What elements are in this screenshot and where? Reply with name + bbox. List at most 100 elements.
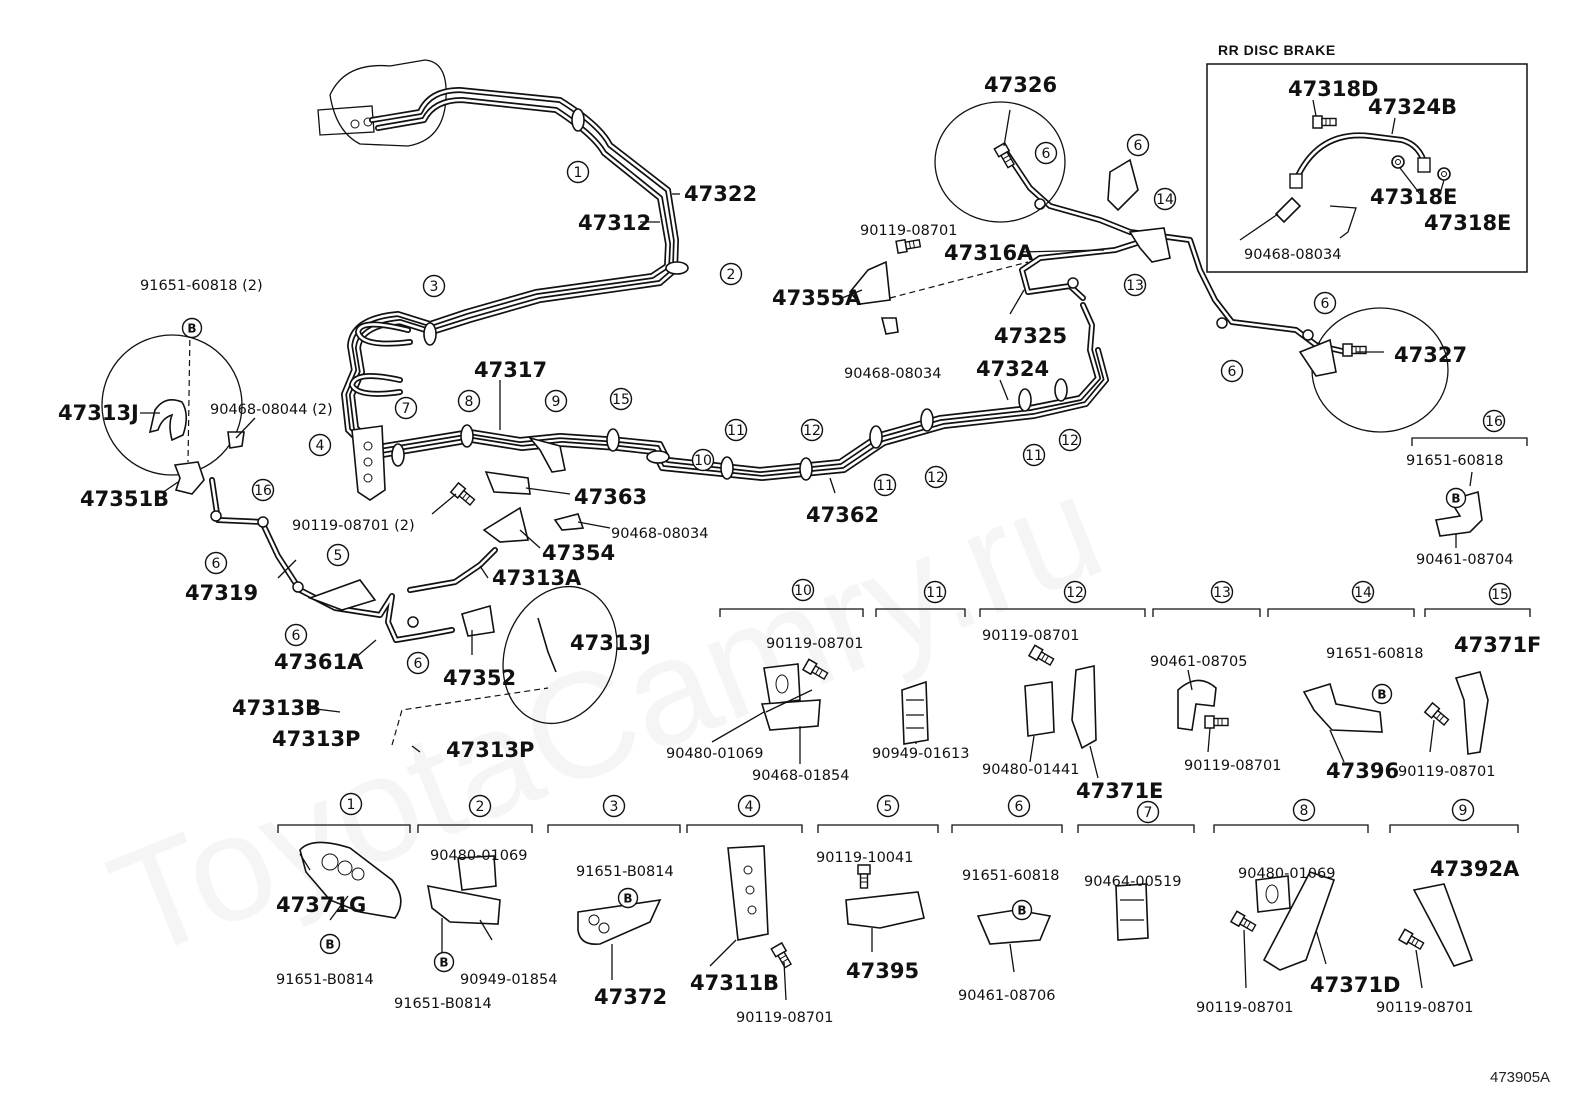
group-header-3: 3 [610, 799, 619, 815]
callout-6: 6 [292, 628, 301, 644]
callout-2: 2 [727, 267, 736, 283]
hardware-label: 90461-08704 [1416, 552, 1514, 568]
label-leaders [140, 99, 1473, 1001]
part-label: 47324B [1368, 95, 1457, 119]
group-header-10: 10 [794, 583, 812, 599]
callout-15: 15 [612, 392, 630, 408]
hardware-label: 90461-08705 [1150, 654, 1248, 670]
group-header-1: 1 [347, 797, 356, 813]
part-label: 47371G [276, 893, 366, 917]
part-label: 47313J [58, 401, 139, 425]
legend-brackets [277, 437, 1531, 833]
hardware-label: 90464-00519 [1084, 874, 1182, 890]
part-label: 47313P [272, 727, 360, 751]
part-label: 47324 [976, 357, 1049, 381]
callout-11: 11 [1025, 448, 1043, 464]
tube-clips [210, 108, 1314, 628]
hardware-label: 90468-08044 (2) [210, 402, 333, 418]
callout-10: 10 [694, 453, 712, 469]
part-label: 47371E [1076, 779, 1163, 803]
hardware-label: 91651-60818 [1326, 646, 1424, 662]
part-label: 47351B [80, 487, 169, 511]
part-number-labels: 47322 47312 47313J 47351B 47317 4 7 3 6 3 47… [58, 73, 1541, 1009]
callout-6: 6 [1228, 364, 1237, 380]
legend-group-headers: 16 10 11 12 13 14 15 1 2 3 4 5 6 7 8 9 [339, 409, 1512, 824]
callout-3: 3 [430, 279, 439, 295]
callout-6: 6 [1042, 146, 1051, 162]
part-label: 47313J [570, 631, 651, 655]
callout-6: 6 [1134, 138, 1143, 154]
hardware-label: 91651-B0814 [576, 864, 674, 880]
part-label: 47327 [1394, 343, 1467, 367]
group-header-15: 15 [1491, 587, 1509, 603]
hardware-label: 90119-08701 [1184, 758, 1282, 774]
part-label: 47326 [984, 73, 1057, 97]
hardware-label: 91651-B0814 [394, 996, 492, 1012]
part-label: 47392A [1430, 857, 1520, 881]
group-header-5: 5 [884, 799, 893, 815]
front-tube-pair-47312-47322 [341, 87, 679, 463]
b-marker: B [439, 956, 448, 970]
hardware-label: 90949-01613 [872, 746, 970, 762]
callout-9: 9 [552, 394, 561, 410]
part-label: 47322 [684, 182, 757, 206]
group-header-12: 12 [1066, 585, 1084, 601]
group-header-13: 13 [1213, 585, 1231, 601]
hardware-label: 91651-60818 [1406, 453, 1504, 469]
group-header-9: 9 [1459, 803, 1468, 819]
hardware-label: 90119-08701 [736, 1010, 834, 1026]
group-header-14: 14 [1354, 585, 1372, 601]
legend-hardware [299, 490, 1489, 971]
callout-6: 6 [1321, 296, 1330, 312]
part-label: 47313B [232, 696, 321, 720]
dashed-leaders [187, 261, 1029, 746]
rear-tube-47362-47324 [369, 302, 1109, 481]
b-marker: B [1451, 492, 1460, 506]
callout-13: 13 [1126, 278, 1144, 294]
group-header-16: 16 [1485, 414, 1503, 430]
inset-title: RR DISC BRAKE [1218, 42, 1336, 58]
part-label: 47319 [185, 581, 258, 605]
part-label: 47312 [578, 211, 651, 235]
rr-disc-brake-inset: RR DISC BRAKE [1206, 42, 1528, 273]
part-label: 47311B [690, 971, 779, 995]
hardware-label: 90119-08701 [766, 636, 864, 652]
left-rear-tubes-47319-47361A [209, 477, 498, 643]
group-header-11: 11 [926, 585, 944, 601]
hardware-label: 90468-08034 [611, 526, 709, 542]
b-marker: B [325, 938, 334, 952]
callout-16: 16 [254, 483, 272, 499]
main-diagram-hardware [148, 142, 1367, 673]
hardware-label: 91651-B0814 [276, 972, 374, 988]
callout-14: 14 [1156, 192, 1174, 208]
bolt-b-markers: B B B B B B B [181, 317, 1467, 973]
callout-12: 12 [803, 423, 821, 439]
hardware-label: 90949-01854 [460, 972, 558, 988]
hardware-label: 90468-08034 [844, 366, 942, 382]
callout-7: 7 [402, 401, 411, 417]
part-label: 47354 [542, 541, 615, 565]
part-label: 47352 [443, 666, 516, 690]
part-label: 47317 [474, 358, 547, 382]
callout-11: 11 [727, 423, 745, 439]
part-label: 47318E [1424, 211, 1511, 235]
hardware-label: 90480-01069 [430, 848, 528, 864]
hardware-label: 91651-60818 (2) [140, 278, 263, 294]
callout-4: 4 [316, 438, 325, 454]
callout-6: 6 [212, 556, 221, 572]
part-label: 47316A [944, 241, 1034, 265]
part-label: 47371F [1454, 633, 1541, 657]
part-label: 47361A [274, 650, 364, 674]
group-header-4: 4 [745, 799, 754, 815]
b-marker: B [187, 322, 196, 336]
hardware-label: 90468-01854 [752, 768, 850, 784]
master-cylinder-illustration [317, 59, 447, 147]
hardware-part-numbers: 91651-60818 (2) 90468-08044 (2) 90119-08… [140, 223, 1514, 1026]
callout-11: 11 [876, 478, 894, 494]
group-header-8: 8 [1300, 803, 1309, 819]
b-marker: B [623, 892, 632, 906]
group-header-2: 2 [476, 799, 485, 815]
callout-6: 6 [414, 656, 423, 672]
b-marker: B [1017, 904, 1026, 918]
callout-5: 5 [334, 548, 343, 564]
